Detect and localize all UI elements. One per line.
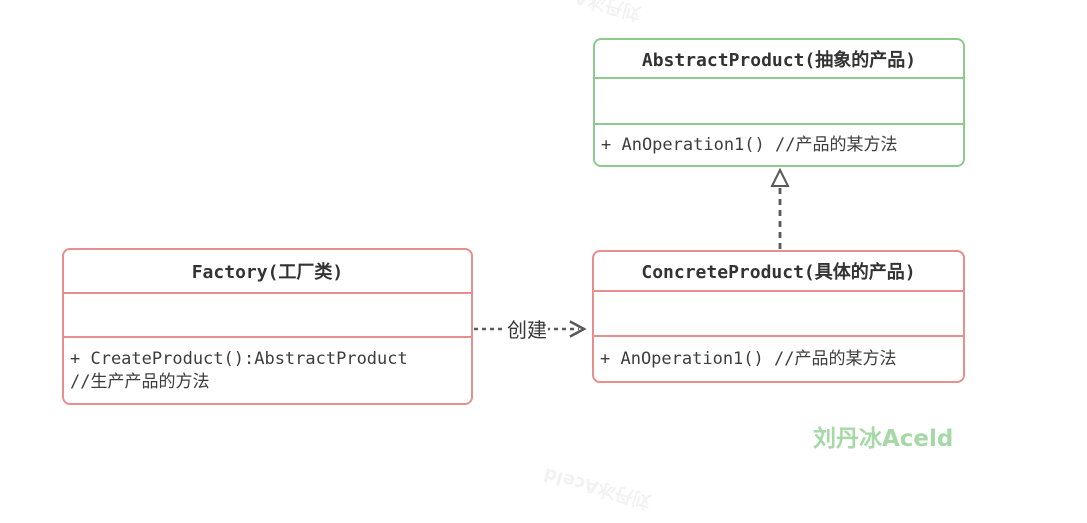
class-title-abstract-product: AbstractProduct(抽象的产品): [595, 40, 963, 79]
class-attributes-abstract-product: [595, 79, 963, 125]
class-methods-abstract-product: + AnOperation1() //产品的某方法: [595, 125, 963, 165]
method-line: + AnOperation1() //产品的某方法: [601, 134, 898, 155]
class-attributes-concrete-product: [594, 292, 963, 337]
realization-arrow-icon: [770, 167, 790, 249]
faint-watermark-top: 刘丹冰Aceld: [531, 0, 644, 28]
faint-watermark-bottom: 刘丹冰Aceld: [541, 463, 654, 512]
class-box-concrete-product: ConcreteProduct(具体的产品) + AnOperation1() …: [592, 250, 965, 383]
class-title-factory: Factory(工厂类): [64, 250, 471, 294]
class-methods-concrete-product: + AnOperation1() //产品的某方法: [594, 337, 963, 381]
author-signature: 刘丹冰Aceld: [813, 426, 954, 452]
class-title-concrete-product: ConcreteProduct(具体的产品): [594, 252, 963, 292]
method-comment-line: //生产产品的方法: [70, 371, 210, 392]
class-box-abstract-product: AbstractProduct(抽象的产品) + AnOperation1() …: [593, 38, 965, 167]
class-box-factory: Factory(工厂类) + CreateProduct():AbstractP…: [62, 248, 473, 405]
dependency-arrow-label: 创建: [506, 314, 548, 343]
class-methods-factory: + CreateProduct():AbstractProduct //生产产品…: [64, 338, 471, 403]
method-line: + AnOperation1() //产品的某方法: [600, 348, 897, 369]
class-attributes-factory: [64, 294, 471, 338]
method-line: + CreateProduct():AbstractProduct: [70, 348, 408, 369]
